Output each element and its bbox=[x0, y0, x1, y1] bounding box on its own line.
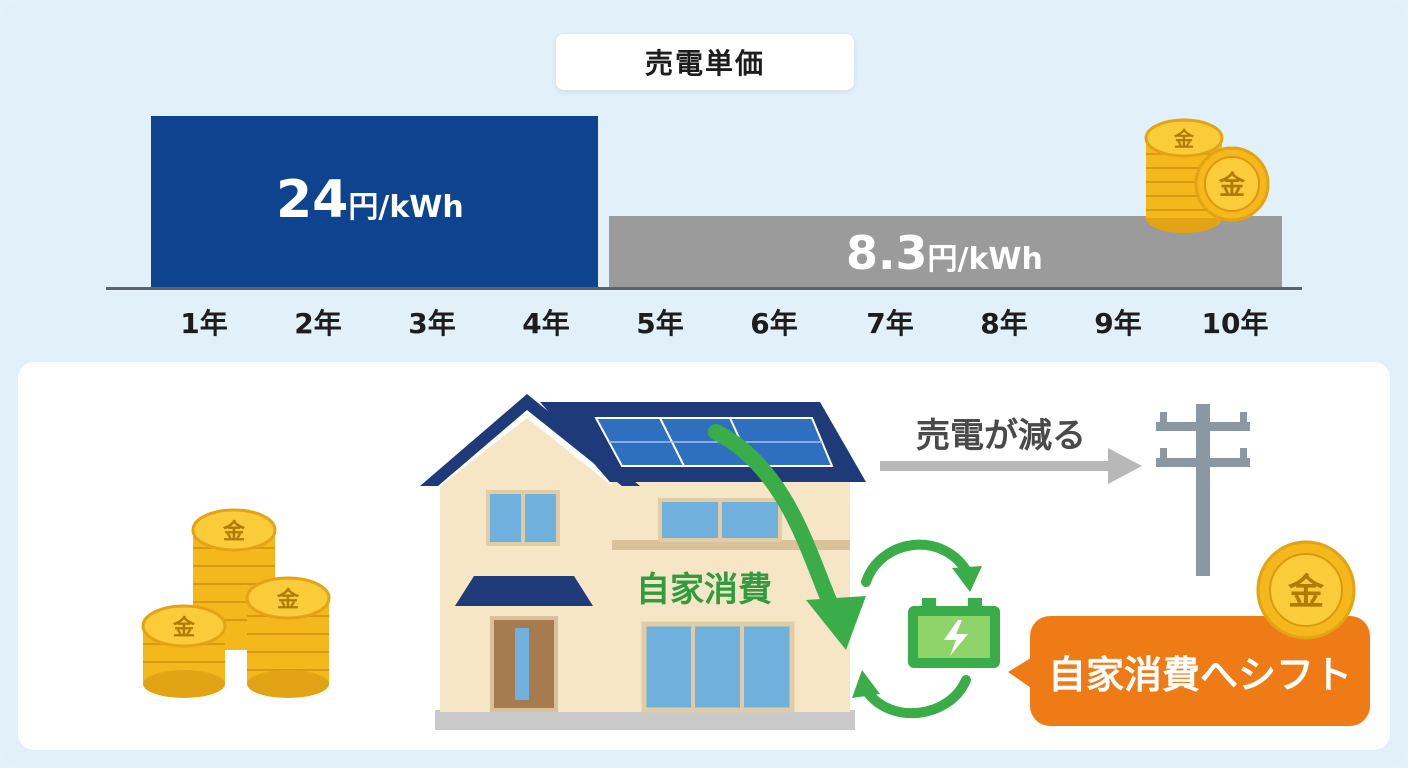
year-label: 9年 bbox=[1094, 307, 1142, 340]
selling-arrow-head bbox=[1108, 448, 1142, 484]
cycle-arrows-icon bbox=[852, 539, 982, 719]
selling-decreases-label: 売電が減る bbox=[916, 416, 1086, 456]
coin-icon-text: 金 bbox=[1287, 571, 1325, 613]
year-label: 3年 bbox=[408, 307, 456, 340]
self-consumption-arrow-head bbox=[806, 596, 866, 650]
rate-label-low: 8.3円/kWh bbox=[846, 226, 1043, 280]
rate-unit-low: 円/kWh bbox=[927, 242, 1043, 277]
battery-icon bbox=[908, 598, 1000, 668]
coin-icon: 金 bbox=[1218, 170, 1246, 201]
callout-pointer bbox=[1008, 656, 1034, 690]
year-label: 4年 bbox=[522, 307, 570, 340]
year-label: 1年 bbox=[180, 307, 228, 340]
coin-stack-icon: 金 金 bbox=[1144, 118, 1270, 233]
shift-callout: 自家消費へシフト bbox=[1030, 616, 1370, 726]
year-label: 5年 bbox=[636, 307, 684, 340]
self-consumption-label: 自家消費 bbox=[636, 570, 772, 610]
rate-label-high: 24円/kWh bbox=[276, 170, 464, 230]
rate-value-high: 24 bbox=[276, 170, 349, 230]
coin-icon: 金 bbox=[222, 519, 246, 545]
coin-icon: 金 bbox=[172, 615, 196, 641]
year-label: 2年 bbox=[294, 307, 342, 340]
coin-icon: 金 bbox=[276, 587, 300, 613]
year-label: 6年 bbox=[750, 307, 798, 340]
chart-title: 売電単価 bbox=[556, 34, 854, 90]
rate-value-low: 8.3 bbox=[846, 226, 928, 280]
coin-icon: 金 bbox=[1256, 540, 1356, 640]
coin-stack-icon: 金 金 金 bbox=[141, 508, 331, 698]
year-label: 10年 bbox=[1201, 307, 1269, 340]
rate-unit-high: 円/kWh bbox=[348, 190, 464, 225]
utility-pole-icon bbox=[1156, 404, 1250, 576]
year-label: 8年 bbox=[980, 307, 1028, 340]
self-consumption-arrow bbox=[708, 424, 842, 620]
coin-icon: 金 bbox=[1173, 127, 1195, 151]
rate-bar-high bbox=[151, 116, 598, 288]
house-icon bbox=[420, 394, 866, 730]
axis-baseline bbox=[106, 287, 1302, 290]
year-label: 7年 bbox=[866, 307, 914, 340]
